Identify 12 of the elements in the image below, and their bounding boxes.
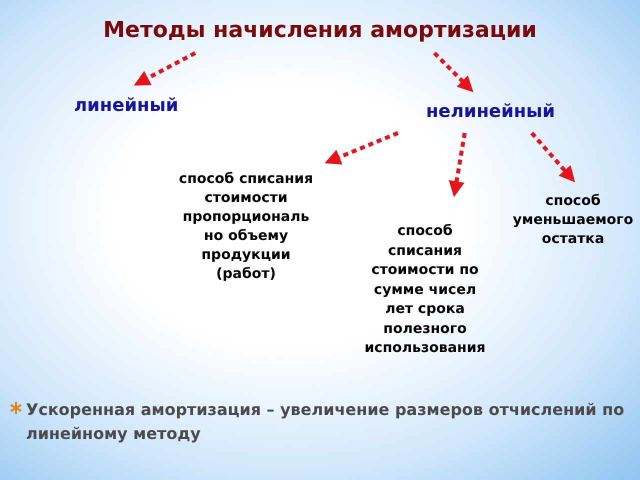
method-text: способ уменьшаемого остатка xyxy=(508,192,638,249)
note-text: Ускоренная амортизация – увеличение размеров отчислений по линейному методу xyxy=(26,399,626,445)
dashed-arrow xyxy=(448,132,467,198)
dashed-arrow xyxy=(432,52,474,92)
method-text: способ списания стоимости пропорциональ но объему продукции (работ) xyxy=(178,170,314,284)
dashed-arrow xyxy=(530,132,576,182)
title-text: Методы начисления амортизации xyxy=(60,14,580,47)
category-label: нелинейный xyxy=(426,98,556,125)
dashed-arrow xyxy=(134,51,196,86)
dashed-arrow xyxy=(324,131,399,165)
category-label: линейный xyxy=(74,92,178,119)
method-text: способ списания стоимости по сумме чисел лет срока полезного использования xyxy=(358,222,492,358)
